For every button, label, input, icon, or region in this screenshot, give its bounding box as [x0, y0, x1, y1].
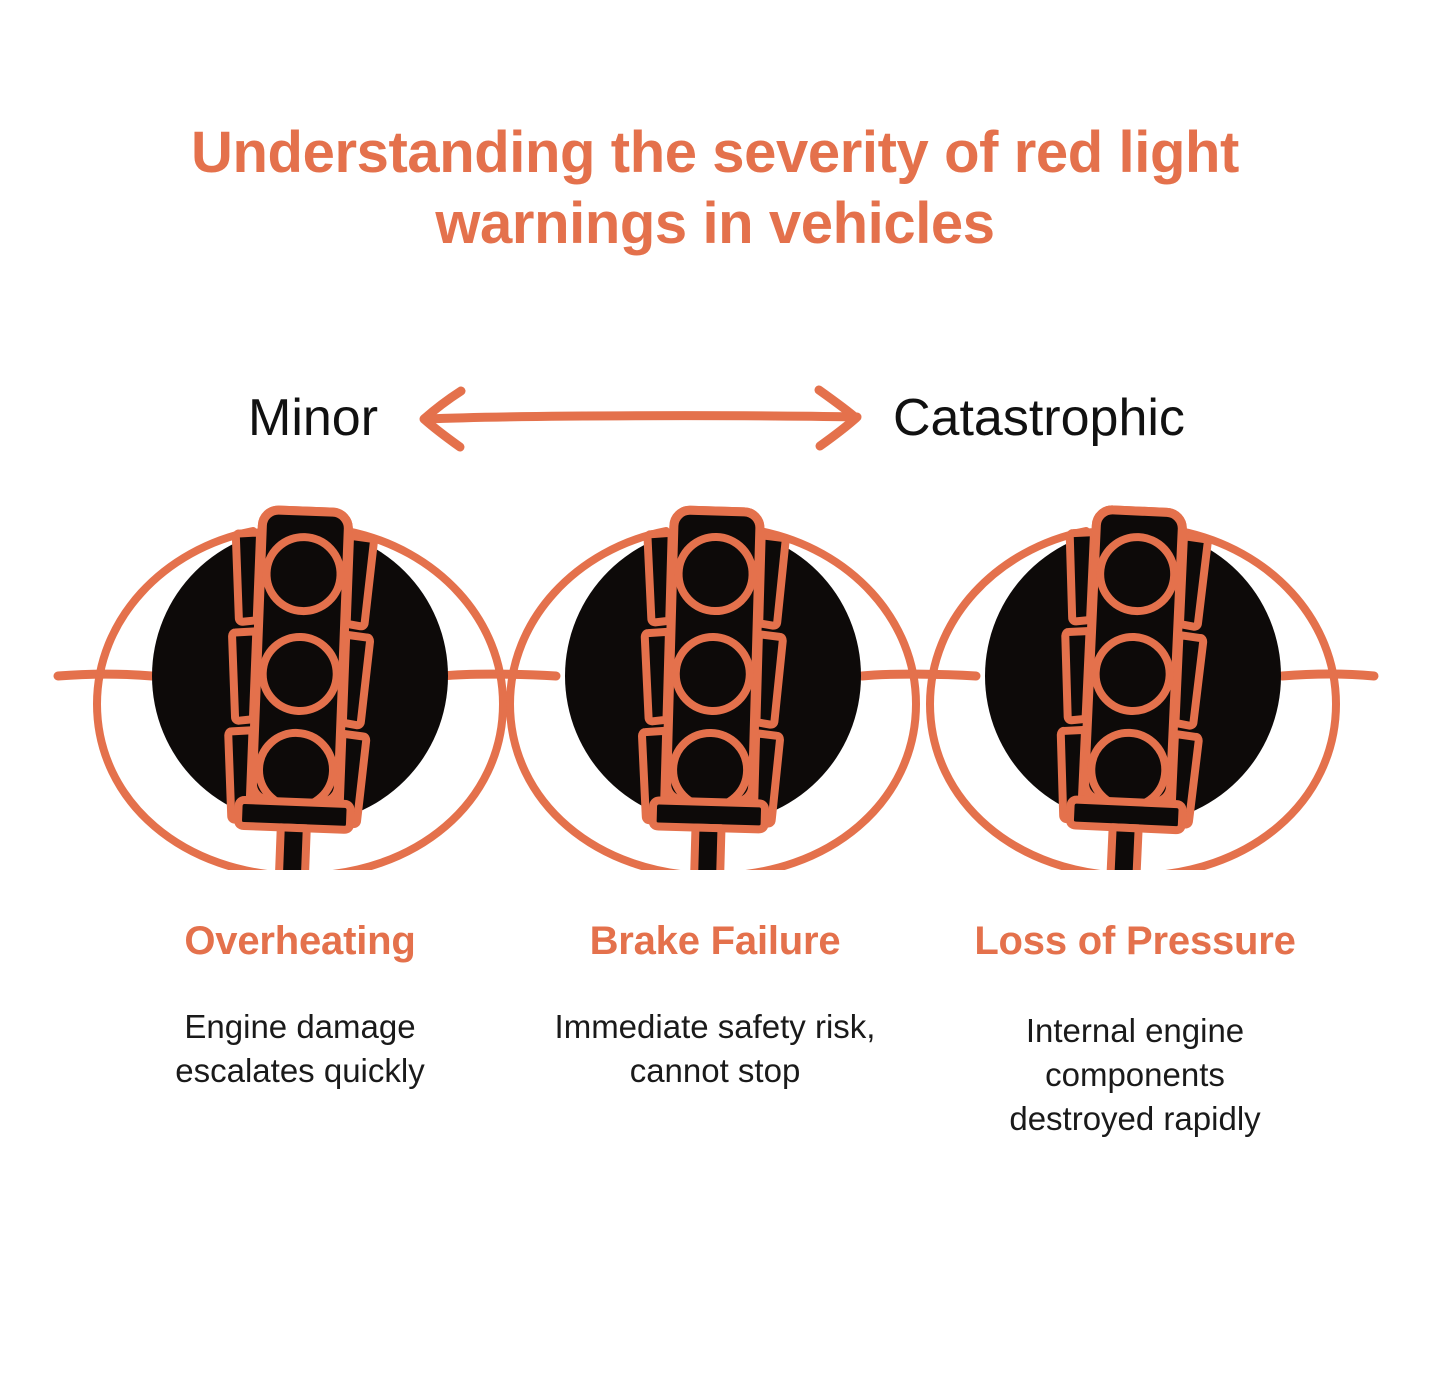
- node-1: [92, 508, 508, 870]
- node-3-ring: [925, 527, 1341, 870]
- node-heading-1: Overheating: [184, 919, 416, 963]
- node-diagram: [0, 470, 1429, 870]
- node-heading-3: Loss of Pressure: [974, 919, 1296, 963]
- connector-stub-left: [53, 669, 157, 681]
- severity-scale: Minor Catastrophic: [0, 380, 1429, 456]
- node-description-1: Engine damage escalates quickly: [175, 1008, 425, 1090]
- connector-link-2: [857, 669, 981, 681]
- page-title: Understanding the severity of red light …: [150, 118, 1280, 260]
- node-2: [505, 509, 921, 870]
- node-description-3: Internal engine components destroyed rap…: [1009, 1012, 1261, 1137]
- page-title-line-1: Understanding the severity of red light: [191, 120, 1239, 185]
- node-2-traffic-light-icon: [637, 509, 786, 870]
- node-column-3: Loss of Pressure Internal engine compone…: [970, 916, 1300, 1141]
- node-heading-2: Brake Failure: [589, 919, 841, 963]
- node-3: [925, 508, 1341, 870]
- node-1-traffic-light-icon: [222, 508, 375, 870]
- connector-stub-right: [1277, 669, 1379, 681]
- double-arrow-icon: [405, 382, 875, 454]
- scale-label-catastrophic: Catastrophic: [893, 389, 1185, 447]
- node-3-traffic-light-icon: [1053, 508, 1209, 870]
- page-title-line-2: warnings in vehicles: [435, 190, 995, 256]
- node-2-ring: [505, 527, 921, 870]
- node-column-1: Overheating Engine damage escalates quic…: [135, 916, 465, 1093]
- scale-label-minor: Minor: [248, 389, 379, 447]
- node-column-2: Brake Failure Immediate safety risk, can…: [550, 916, 880, 1093]
- node-description-2: Immediate safety risk, cannot stop: [554, 1008, 876, 1090]
- node-1-ring: [92, 527, 508, 870]
